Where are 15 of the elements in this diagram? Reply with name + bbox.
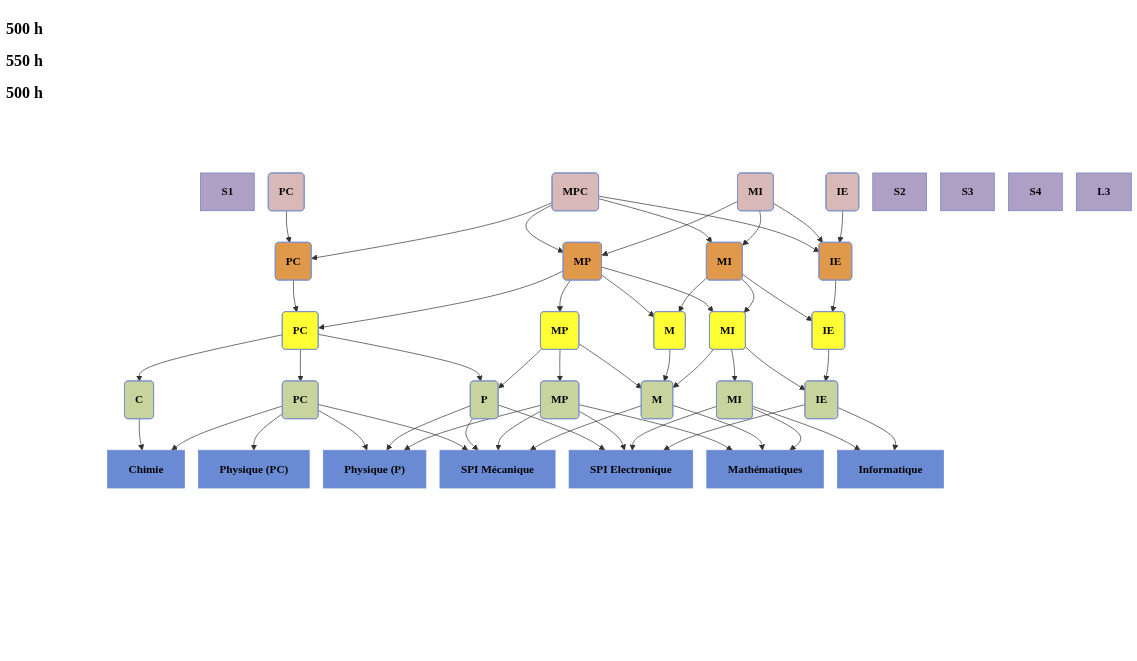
duration-label: 500 h [6, 20, 44, 38]
node-box: Chimie [107, 449, 185, 489]
node-box: Physique (PC) [198, 449, 310, 489]
node-box: Mathématiques [706, 449, 824, 489]
node-box: L3 [1075, 172, 1132, 212]
duration-label: 500 h [6, 84, 44, 102]
node-box: Informatique [837, 449, 944, 489]
node-box: S3 [940, 172, 995, 212]
node-box: SPI Electronique [568, 449, 694, 489]
duration-label: 550 h [6, 52, 44, 70]
node-box: S2 [872, 172, 927, 212]
node-box: Physique (P) [322, 449, 427, 489]
node-box: S1 [200, 172, 255, 212]
node-box: SPI Mécanique [439, 449, 556, 489]
node-box: S4 [1008, 172, 1063, 212]
